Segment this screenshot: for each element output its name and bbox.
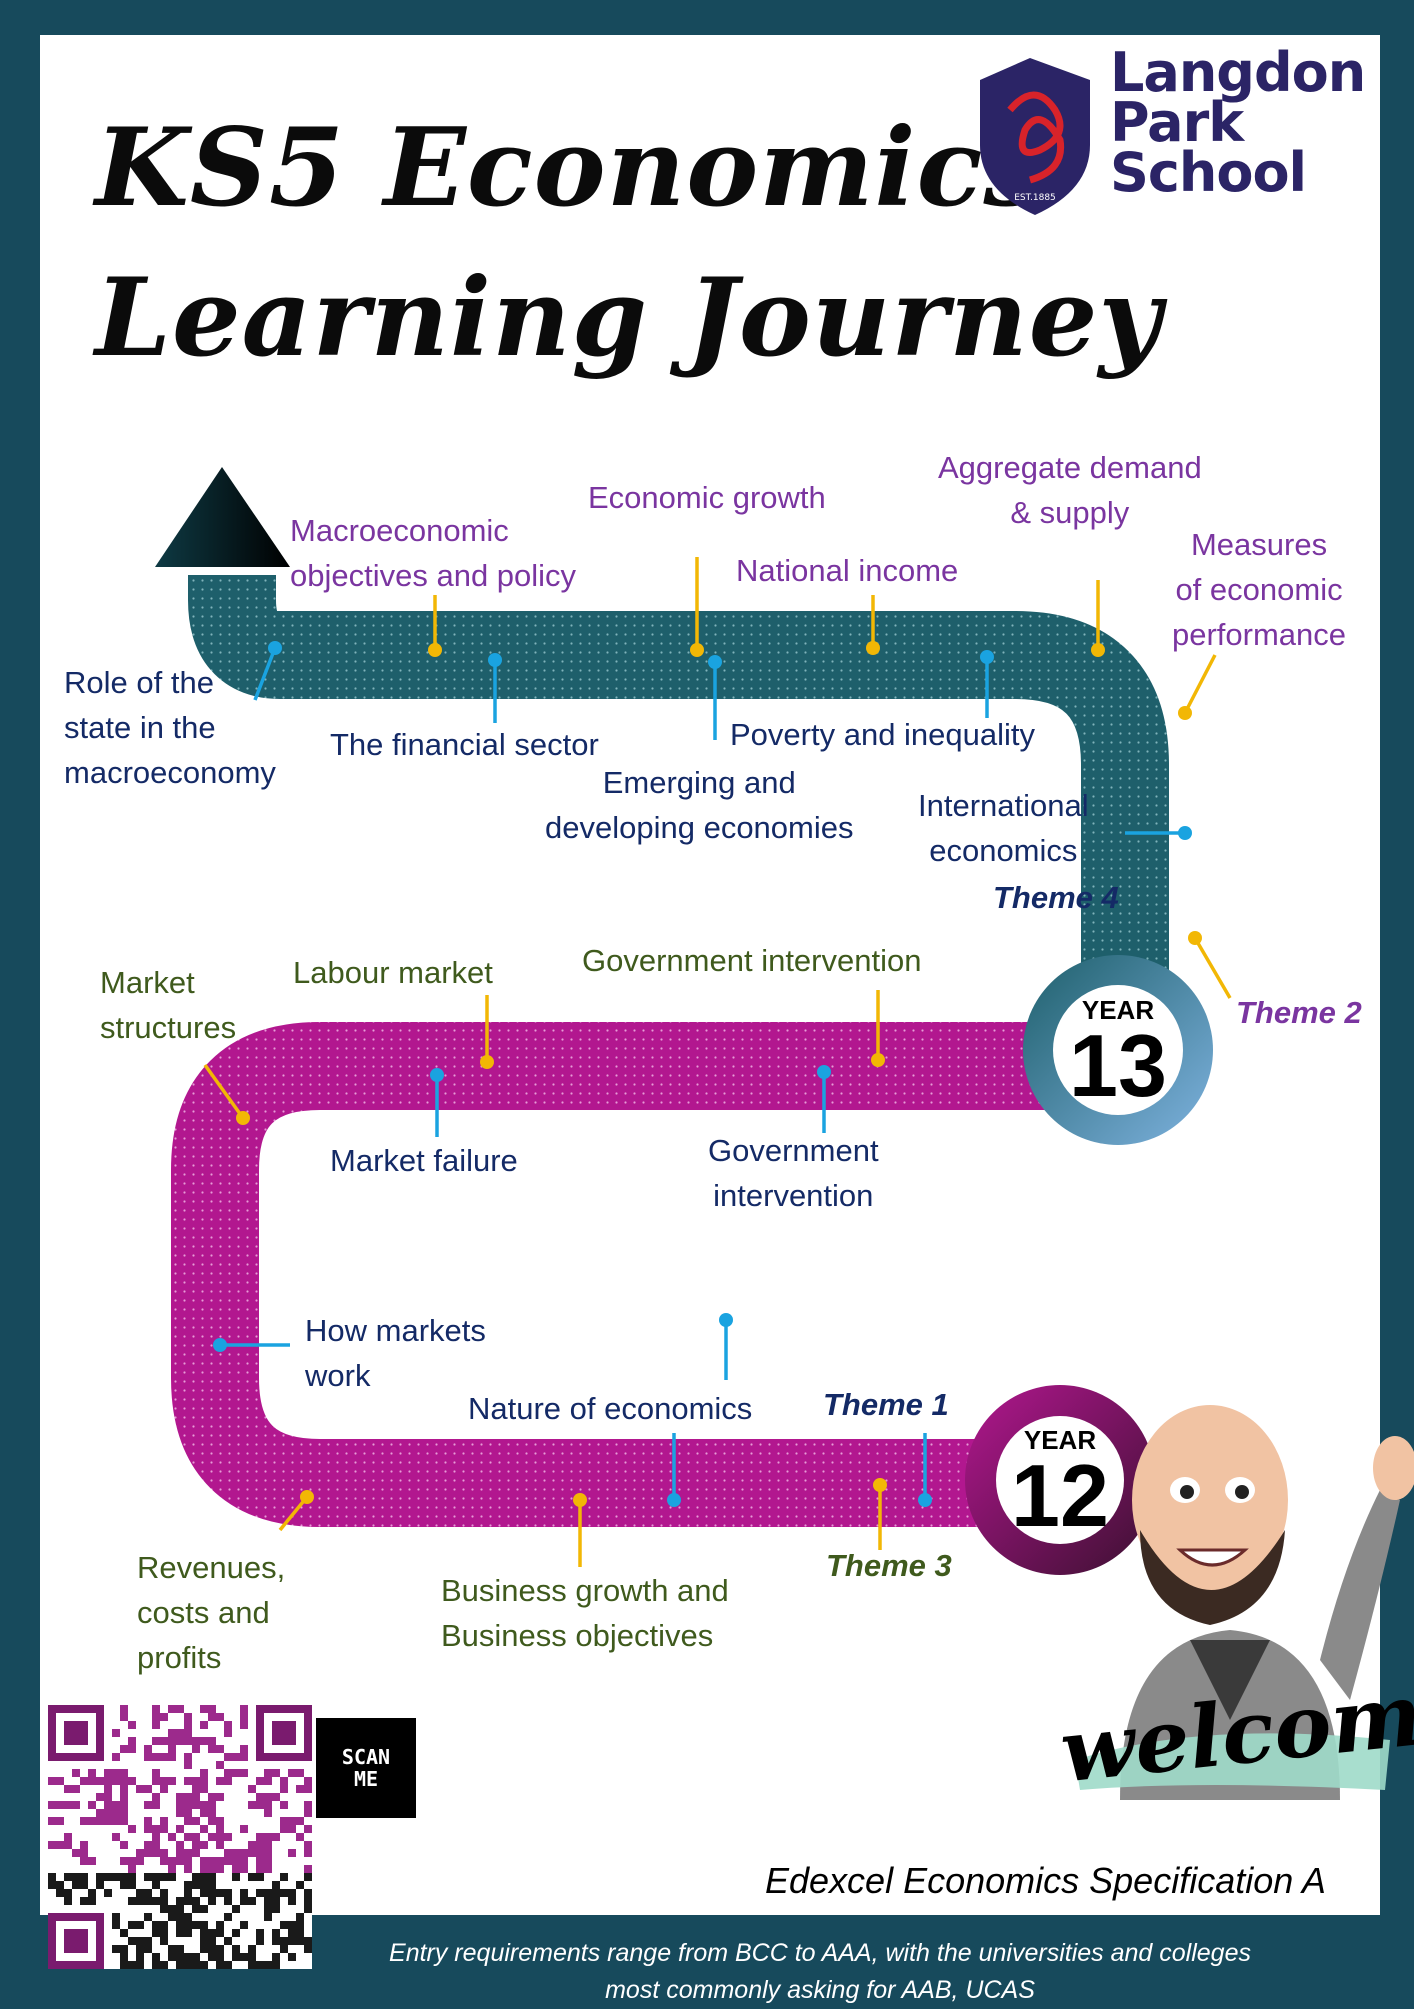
topic-labour-market: Labour market <box>293 955 493 990</box>
avatar-illustration <box>1075 1405 1414 1800</box>
page-title-line2: Learning Journey <box>95 255 1163 381</box>
svg-text:EST.1885: EST.1885 <box>1014 193 1056 203</box>
topic-role-of-state: Role of the state in the macroeconomy <box>64 665 276 790</box>
topic-business-growth: Business growth and Business objectives <box>441 1573 729 1653</box>
topic-international-economics: International economics <box>918 788 1089 868</box>
year-12-badge: YEAR 12 <box>1011 1425 1109 1545</box>
scan-me-badge: SCAN ME <box>316 1718 416 1818</box>
topic-financial-sector: The financial sector <box>330 727 599 762</box>
topic-macroeconomic-objectives: Macroeconomic objectives and policy <box>290 513 577 593</box>
qr-code[interactable] <box>48 1705 312 1969</box>
topic-measures-economic-performance: Measures of economic performance <box>1172 527 1347 652</box>
entry-requirements-footer: Entry requirements range from BCC to AAA… <box>389 1939 1251 2004</box>
year-13-badge: YEAR 13 <box>1069 995 1167 1115</box>
school-crest-logo: EST.1885 <box>980 58 1090 215</box>
topic-government-intervention-t3: Government intervention <box>582 943 922 978</box>
topic-nature-of-economics: Nature of economics <box>468 1391 753 1426</box>
school-name: Langdon Park School <box>1110 41 1366 204</box>
topic-aggregate-demand-supply: Aggregate demand & supply <box>938 450 1202 530</box>
theme-3-label: Theme 3 <box>826 1548 952 1583</box>
theme-1-label: Theme 1 <box>823 1387 949 1422</box>
theme-4-label: Theme 4 <box>993 880 1119 915</box>
topic-poverty-inequality: Poverty and inequality <box>730 717 1036 752</box>
topic-revenues-costs-profits: Revenues, costs and profits <box>137 1550 286 1675</box>
topic-national-income: National income <box>736 553 959 588</box>
topic-how-markets-work: How markets work <box>305 1313 486 1393</box>
topic-economic-growth: Economic growth <box>588 480 826 515</box>
topic-market-failure: Market failure <box>330 1143 518 1178</box>
topic-market-structures: Market structures <box>100 965 237 1045</box>
topic-government-intervention-t1: Government intervention <box>708 1133 879 1213</box>
page-title-line1: KS5 Economics <box>95 105 1046 231</box>
theme-2-label: Theme 2 <box>1236 995 1362 1030</box>
topic-emerging-economies: Emerging and developing economies <box>545 765 854 845</box>
specification-label: Edexcel Economics Specification A <box>765 1860 1326 1901</box>
